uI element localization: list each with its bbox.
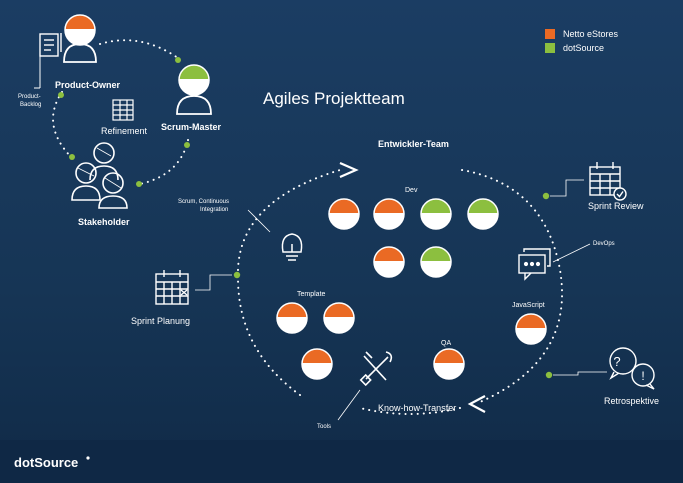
label-entwickler-team: Entwickler-Team: [378, 139, 449, 149]
tools-icon: [359, 351, 393, 387]
sprint-arrow-bottom: [467, 395, 486, 413]
template-heads: [276, 302, 355, 380]
tools-connector: [337, 389, 361, 421]
sprint-review-connector: [550, 179, 584, 197]
sprint-review-calendar-icon: [589, 162, 627, 201]
dev-heads: [328, 198, 499, 278]
stakeholder-figure: [71, 142, 128, 209]
exclamation-mark-glyph: !: [641, 369, 644, 383]
dev-head-6: [420, 246, 452, 278]
brand-logo: dotSource: [14, 455, 78, 470]
scrum-ci-connector: [247, 209, 271, 233]
label-javascript: JavaScript: [512, 302, 545, 309]
retrospektive-connector: [553, 371, 607, 376]
label-sprint-review: Sprint Review: [588, 201, 644, 211]
scrum-master-figure: [176, 64, 212, 115]
product-owner-figure: [34, 14, 97, 89]
refinement-grid-icon: [112, 99, 134, 121]
retrospektive-question-icon: [609, 347, 655, 390]
sprint-cycle-path: [237, 169, 564, 415]
legend-swatch-netto: [545, 29, 555, 39]
label-know-how-transfer: Know-how-Transfer: [378, 403, 456, 413]
legend-swatch-dotsource: [545, 43, 555, 53]
label-sprint-planung: Sprint Planung: [131, 316, 190, 326]
sprint-planung-connector: [195, 274, 232, 291]
legend-label-netto: Netto eStores: [563, 29, 619, 39]
footer-band: [0, 440, 683, 483]
product-backlog-icon: [39, 33, 62, 57]
diagram-title: Agiles Projektteam: [263, 89, 405, 108]
label-stakeholder: Stakeholder: [78, 217, 130, 227]
devops-connector: [552, 243, 591, 263]
label-product-backlog-1: Product-: [18, 94, 41, 100]
javascript-head: [515, 313, 547, 345]
label-retrospektive: Retrospektive: [604, 396, 659, 406]
dev-head-4: [467, 198, 499, 230]
dev-head-1: [328, 198, 360, 230]
sprint-arrow-top: [339, 161, 359, 179]
label-product-owner: Product-Owner: [55, 80, 121, 90]
label-scrum-ci-2: Integration: [200, 207, 228, 213]
legend-label-dotsource: dotSource: [563, 43, 604, 53]
label-refinement: Refinement: [101, 126, 148, 136]
label-devops: DevOps: [593, 241, 615, 247]
label-template: Template: [297, 291, 326, 298]
dev-head-5: [373, 246, 405, 278]
label-scrum-ci-1: Scrum, Continuous: [178, 199, 229, 205]
product-cycle-dots: [58, 57, 190, 187]
label-qa: QA: [441, 340, 451, 347]
sprint-cycle-dots: [233, 192, 553, 379]
dev-head-2: [373, 198, 405, 230]
devops-chat-icon: [518, 248, 551, 281]
dev-head-3: [420, 198, 452, 230]
template-head-2: [323, 302, 355, 334]
template-head-1: [276, 302, 308, 334]
qa-head: [433, 348, 465, 380]
lightbulb-icon: [281, 233, 303, 261]
label-scrum-master: Scrum-Master: [161, 122, 222, 132]
sprint-planung-calendar-icon: [155, 270, 189, 305]
label-dev: Dev: [405, 187, 418, 194]
question-mark-glyph: ?: [613, 354, 620, 369]
label-tools: Tools: [317, 424, 331, 430]
brand-logo-dot: [86, 456, 90, 460]
label-product-backlog-2: Backlog: [20, 102, 41, 108]
template-head-3: [301, 348, 333, 380]
legend: Netto eStores dotSource: [545, 29, 619, 53]
